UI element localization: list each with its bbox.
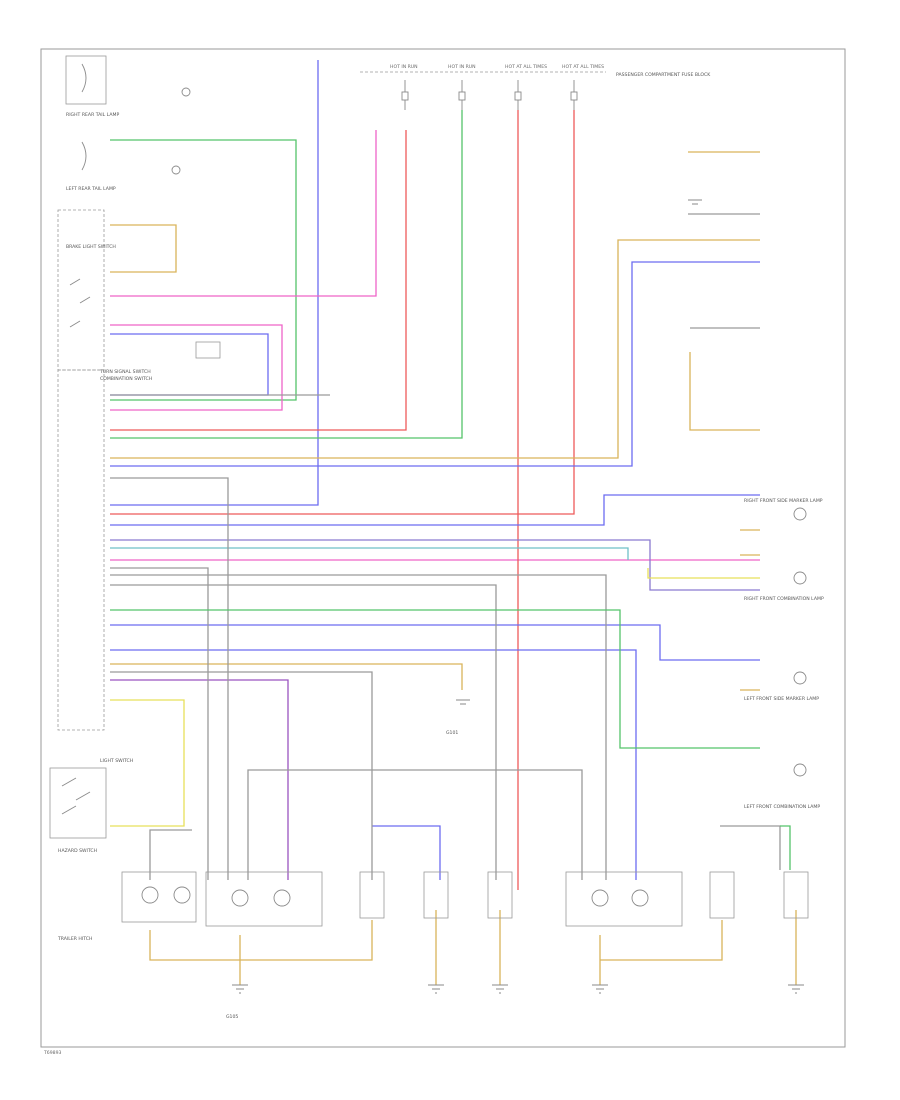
trailer-hitch: TRAILER HITCH <box>57 936 92 942</box>
wire-blue-6 <box>110 649 637 880</box>
wire-tan-4 <box>110 663 463 690</box>
wire-tan-bottom-l <box>149 920 373 961</box>
grounds <box>232 199 804 994</box>
diagram-code: T69893 <box>43 1050 61 1056</box>
svg-text:HAZARD SWITCH: HAZARD SWITCH <box>58 848 97 854</box>
wire-violet-1 <box>110 539 760 591</box>
wire-gray-4 <box>110 477 229 880</box>
left-front-combination: LEFT FRONT COMBINATION LAMP <box>744 763 820 810</box>
wire-blue-3 <box>110 494 760 526</box>
svg-text:BRAKE LIGHT SWITCH: BRAKE LIGHT SWITCH <box>66 244 116 250</box>
wire-green-1 <box>110 139 297 401</box>
rear-lamp-modules <box>121 871 809 927</box>
fuse-label-1: HOT IN RUN <box>390 64 418 70</box>
right-front-side-marker: RIGHT FRONT SIDE MARKER LAMP <box>744 498 823 521</box>
ground-label-front: G101 <box>446 730 458 736</box>
svg-text:LEFT FRONT SIDE MARKER LAMP: LEFT FRONT SIDE MARKER LAMP <box>744 696 819 702</box>
left-rear-tail-lamp: LEFT REAR TAIL LAMP <box>66 141 181 192</box>
fuse-label-2: HOT IN RUN <box>448 64 476 70</box>
wire-purple-1 <box>110 679 289 880</box>
fuse-block: HOT IN RUN HOT IN RUN HOT AT ALL TIMES H… <box>360 64 711 110</box>
wire-cyan-1 <box>110 547 629 560</box>
wire-tan-bottom-r <box>600 920 723 961</box>
wire-yellow-2 <box>647 568 760 579</box>
svg-text:RIGHT REAR TAIL LAMP: RIGHT REAR TAIL LAMP <box>66 112 119 118</box>
diagram-frame <box>40 48 846 1048</box>
wire-tan-3 <box>110 239 760 459</box>
wire-green-2 <box>110 110 463 439</box>
wire-blue-4 <box>110 333 269 396</box>
wire-gray-11 <box>720 825 781 870</box>
wire-gray-9 <box>149 829 192 880</box>
svg-text:LEFT REAR TAIL LAMP: LEFT REAR TAIL LAMP <box>66 186 116 192</box>
wire-blue-2 <box>110 261 760 467</box>
wires <box>110 60 797 985</box>
svg-text:LIGHT SWITCH: LIGHT SWITCH <box>100 758 133 764</box>
svg-text:RIGHT FRONT SIDE MARKER LAMP: RIGHT FRONT SIDE MARKER LAMP <box>744 498 823 504</box>
right-front-combination: RIGHT FRONT COMBINATION LAMP <box>744 571 824 602</box>
wire-green-4 <box>780 825 791 870</box>
wire-green-3 <box>110 609 760 749</box>
svg-text:TURN SIGNAL SWITCH: TURN SIGNAL SWITCH <box>99 369 151 375</box>
fuse-block-label: PASSENGER COMPARTMENT FUSE BLOCK <box>616 72 711 78</box>
wire-gray-2 <box>110 584 497 880</box>
svg-text:COMBINATION SWITCH: COMBINATION SWITCH <box>100 376 152 382</box>
brake-light-switch: BRAKE LIGHT SWITCH <box>66 244 116 328</box>
wire-yellow-1 <box>110 699 185 827</box>
wire-gray-5 <box>247 769 583 880</box>
wire-blue-5 <box>110 624 760 661</box>
turn-signal-switch: TURN SIGNAL SWITCH <box>57 209 221 375</box>
wire-pink-2 <box>110 324 283 411</box>
fuse-label-4: HOT AT ALL TIMES <box>562 64 604 70</box>
wire-blue-7 <box>372 825 441 880</box>
wire-tan-1 <box>110 224 177 273</box>
svg-text:RIGHT FRONT COMBINATION LAMP: RIGHT FRONT COMBINATION LAMP <box>744 596 824 602</box>
wire-gray-1 <box>110 671 373 880</box>
wire-tan-5 <box>689 352 760 431</box>
fuse-label-3: HOT AT ALL TIMES <box>505 64 547 70</box>
left-front-side-marker: LEFT FRONT SIDE MARKER LAMP <box>744 671 819 702</box>
right-rear-tail-lamp: RIGHT REAR TAIL LAMP <box>65 55 191 118</box>
combination-switch: COMBINATION SWITCH <box>57 369 152 731</box>
wire-gray-3 <box>110 574 607 880</box>
wire-gray-6 <box>110 567 209 880</box>
wire-pink-1 <box>110 130 377 297</box>
svg-text:TRAILER HITCH: TRAILER HITCH <box>57 936 92 942</box>
ground-label-rear: G105 <box>226 1014 238 1020</box>
light-switch: LIGHT SWITCH HAZARD SWITCH <box>49 758 133 854</box>
wire-blue-main <box>110 60 319 506</box>
wire-red-3 <box>110 110 575 515</box>
svg-text:LEFT FRONT COMBINATION LAMP: LEFT FRONT COMBINATION LAMP <box>744 804 820 810</box>
wire-red-1 <box>110 130 407 431</box>
